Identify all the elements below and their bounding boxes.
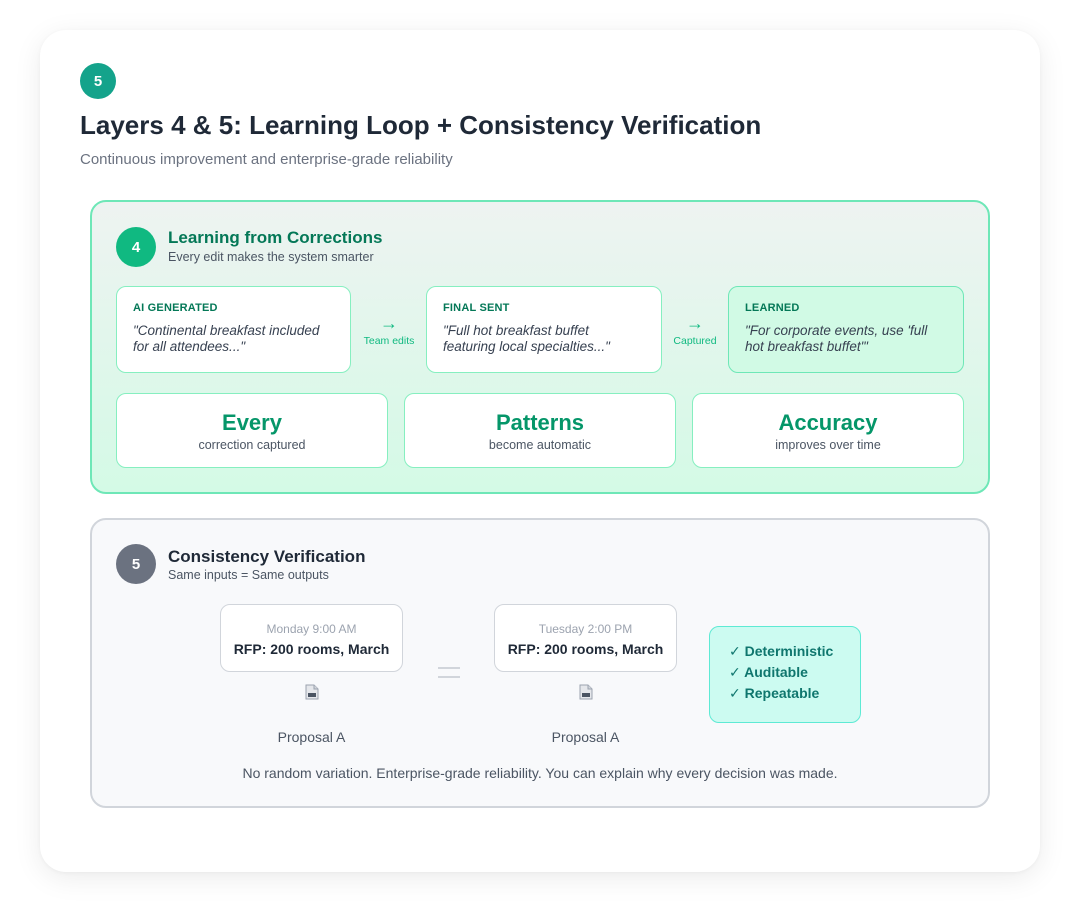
page-subtitle: Continuous improvement and enterprise-gr… (80, 151, 453, 168)
flow-text: "Full hot breakfast buffet featuring loc… (443, 323, 610, 354)
page-title: Layers 4 & 5: Learning Loop + Consistenc… (80, 110, 762, 140)
stat-caption: improves over time (775, 438, 881, 452)
layer-5-number-badge: 5 (116, 544, 156, 584)
arrow-right-icon: → (380, 313, 398, 333)
flow-text: "For corporate events, use 'full hot bre… (745, 323, 928, 354)
verification-checklist: ✓ Deterministic ✓ Auditable ✓ Repeatable (709, 626, 861, 723)
stat-headline: Accuracy (778, 410, 878, 435)
slide-card: 5 Layers 4 & 5: Learning Loop + Consiste… (40, 30, 1040, 872)
layer-4-subtitle: Every edit makes the system smarter (168, 250, 374, 264)
proposal-label: Proposal A (551, 729, 620, 745)
layer-5-title: Consistency Verification (168, 547, 366, 566)
layer-4-number-badge: 4 (116, 227, 156, 267)
check-deterministic: ✓ Deterministic (729, 643, 834, 659)
arrow-right-icon: → (686, 313, 704, 333)
step-number-badge: 5 (80, 63, 116, 99)
ai-generated-box: AI GENERATED "Continental breakfast incl… (116, 286, 351, 373)
document-icon (305, 684, 319, 700)
stat-caption: become automatic (488, 438, 592, 452)
stat-caption: correction captured (198, 438, 306, 452)
proposal-label: Proposal A (277, 729, 346, 745)
flow-label: AI GENERATED (133, 302, 218, 314)
flow-label: LEARNED (745, 302, 800, 314)
arrow-caption: Team edits (363, 335, 415, 347)
run-box-monday: Monday 9:00 AM RFP: 200 rooms, March (220, 604, 403, 672)
final-sent-box: FINAL SENT "Full hot breakfast buffet fe… (426, 286, 662, 373)
run-timestamp: Tuesday 2:00 PM (538, 622, 633, 636)
layer-4-panel: 4 Learning from Corrections Every edit m… (90, 200, 990, 494)
run-timestamp: Monday 9:00 AM (266, 622, 357, 636)
layer-5-panel: 5 Consistency Verification Same inputs =… (90, 518, 990, 808)
learned-box: LEARNED "For corporate events, use 'full… (728, 286, 964, 373)
check-repeatable: ✓ Repeatable (729, 685, 820, 701)
flow-text: "Continental breakfast included for all … (133, 323, 320, 354)
stat-card-every: Every correction captured (116, 393, 388, 468)
stat-headline: Every (222, 410, 282, 435)
stat-card-patterns: Patterns become automatic (404, 393, 676, 468)
team-edits-arrow: → Team edits (354, 314, 424, 347)
run-rfp: RFP: 200 rooms, March (233, 641, 390, 657)
layer-4-title: Learning from Corrections (168, 228, 383, 247)
captured-arrow: → Captured (660, 314, 730, 347)
reliability-footnote: No random variation. Enterprise-grade re… (242, 765, 838, 781)
check-auditable: ✓ Auditable (729, 664, 808, 680)
arrow-caption: Captured (673, 335, 717, 347)
flow-label: FINAL SENT (443, 302, 510, 314)
stat-card-accuracy: Accuracy improves over time (692, 393, 964, 468)
stat-headline: Patterns (495, 410, 585, 435)
equals-icon (438, 667, 460, 678)
run-rfp: RFP: 200 rooms, March (507, 641, 664, 657)
document-icon (579, 684, 593, 700)
layer-5-subtitle: Same inputs = Same outputs (168, 568, 329, 582)
run-box-tuesday: Tuesday 2:00 PM RFP: 200 rooms, March (494, 604, 677, 672)
